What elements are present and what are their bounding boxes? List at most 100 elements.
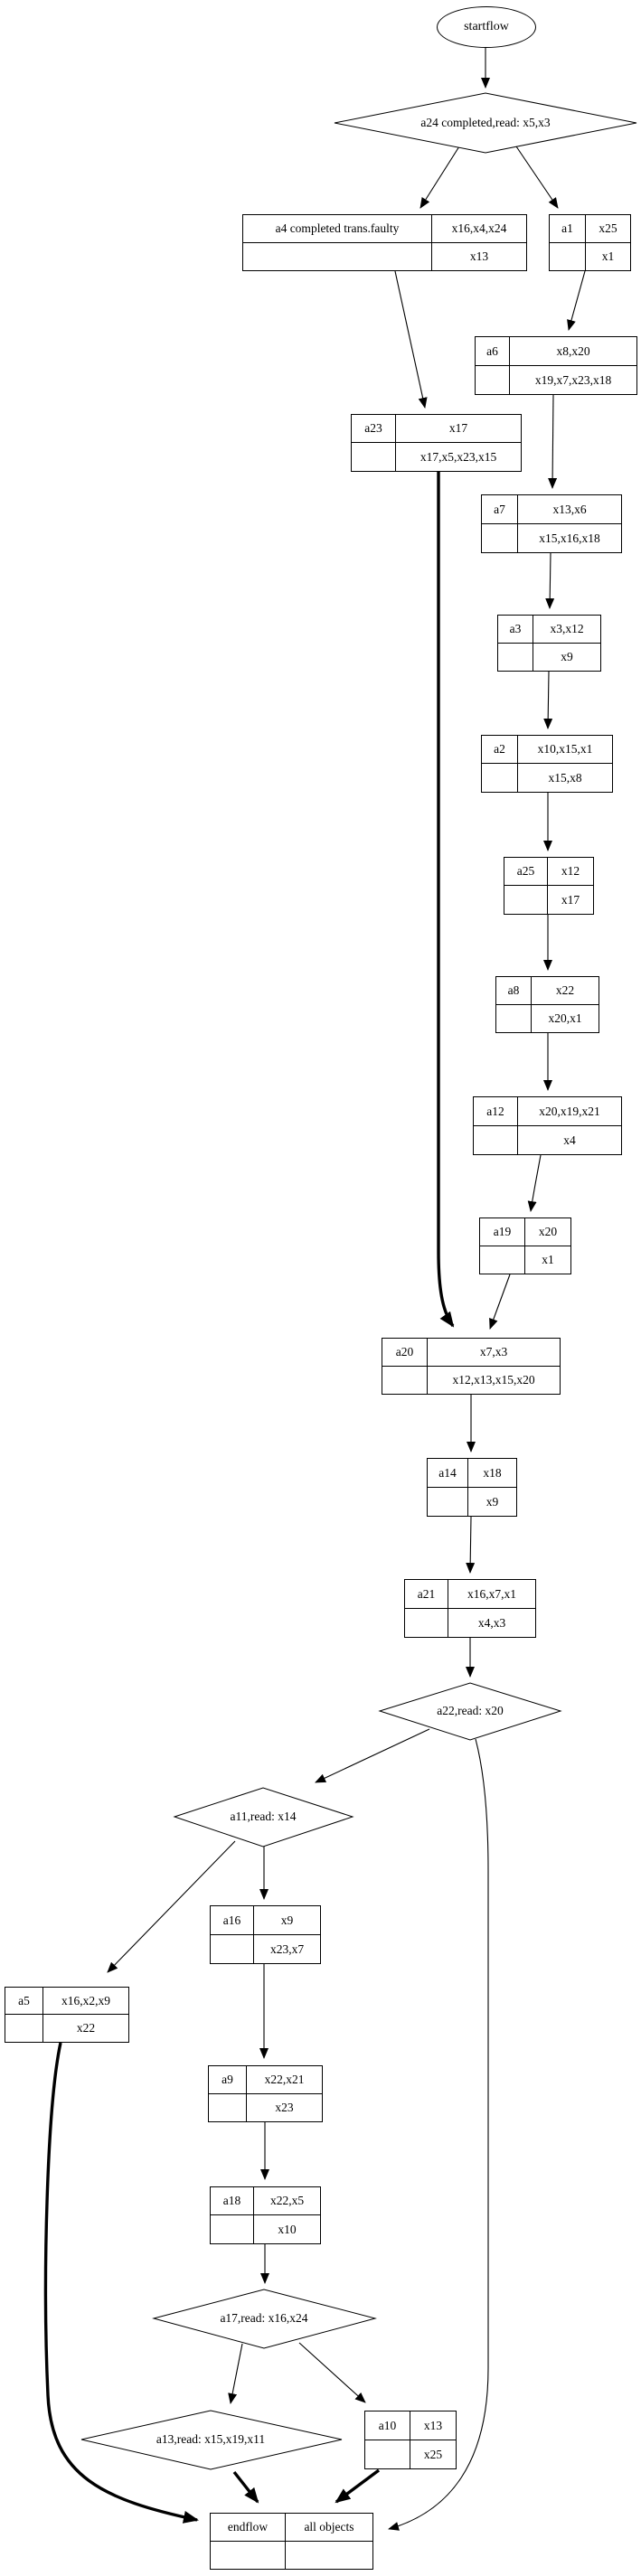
decision-a11-shape (173, 1787, 354, 1847)
node-a6-name: a6 (476, 337, 510, 366)
node-a9-writes: x23 (275, 2101, 294, 2114)
node-a10-writes: x25 (423, 2447, 443, 2461)
node-a6-empty (476, 365, 510, 394)
node-a3-reads: x3,x12 (533, 616, 600, 644)
node-a6: a6 x8,x20 x19,x7,x23,x18 (475, 336, 637, 395)
node-a25: a25 x12 x17 (504, 857, 594, 915)
node-a6-writes: x19,x7,x23,x18 (534, 372, 612, 387)
node-a7-writes: x15,x16,x18 (539, 531, 600, 545)
node-a14: a14 x18 x9 (427, 1458, 517, 1517)
node-a18-writes: x10 (278, 2222, 297, 2236)
edge-a3-a2 (543, 671, 553, 729)
decision-a11-label: a11,read: x14 (230, 1810, 297, 1823)
node-a8-name: a8 (496, 977, 532, 1005)
node-a1-writes: x1 (601, 249, 615, 263)
edge-a4-a23 (394, 270, 428, 409)
node-a9-name: a9 (209, 2066, 247, 2094)
node-a1-name: a1 (550, 215, 586, 243)
node-a6-reads: x8,x20 (510, 337, 636, 366)
node-a10-reads: x13 (410, 2411, 456, 2440)
node-a2-reads: x10,x15,x1 (518, 736, 612, 764)
node-a4-reads: x16,x4,x24 (432, 215, 526, 243)
decision-a13-shape (80, 2410, 343, 2470)
decision-a22-shape (378, 1682, 562, 1741)
node-a18-empty (211, 2215, 254, 2243)
decision-a17-label: a17,read: x16,x24 (220, 2311, 308, 2325)
edge-a10-endflow (335, 2468, 381, 2504)
node-a19-name: a19 (480, 1218, 525, 1246)
edge-a17-a10 (298, 2342, 366, 2403)
node-a19: a19 x20 x1 (479, 1217, 571, 1274)
node-a1-empty (550, 242, 586, 270)
end-node: endflow all objects (210, 2513, 373, 2570)
decision-a17-shape (152, 2289, 377, 2349)
node-a8-empty (496, 1004, 532, 1032)
node-a20-reads: x7,x3 (428, 1339, 560, 1367)
node-a19-empty (480, 1246, 525, 1274)
node-a3-empty (498, 643, 533, 671)
edge-a12-a19 (527, 1154, 542, 1212)
node-a12-reads: x20,x19,x21 (518, 1097, 621, 1126)
node-a2-writes: x15,x8 (548, 770, 582, 785)
node-a21-name: a21 (405, 1580, 448, 1609)
node-a2-name: a2 (482, 736, 518, 764)
node-a16-writes: x23,x7 (269, 1941, 305, 1956)
edge-a17-a13 (228, 2343, 243, 2404)
edge-a22-endflow (388, 1738, 489, 2531)
node-a8: a8 x22 x20,x1 (495, 976, 599, 1033)
node-a14-name: a14 (428, 1459, 468, 1488)
edge-a24-a4 (419, 146, 460, 209)
node-a5-name: a5 (5, 1988, 43, 2015)
edge-a6-a7 (548, 394, 558, 489)
node-a10-empty (365, 2440, 410, 2468)
node-a5-writes: x22 (76, 2021, 96, 2035)
decision-a22-label: a22,read: x20 (437, 1704, 504, 1717)
decision-a24-shape (334, 92, 637, 154)
edge-a22-a11 (315, 1728, 430, 1783)
edge-a19-a20 (489, 1274, 511, 1330)
node-a21-writes: x4,x3 (477, 1615, 506, 1630)
node-a19-writes: x1 (542, 1253, 554, 1266)
node-a16-reads: x9 (254, 1906, 320, 1935)
node-a12-name: a12 (474, 1097, 518, 1126)
node-a9-reads: x22,x21 (247, 2066, 322, 2094)
node-a21: a21 x16,x7,x1 x4,x3 (404, 1579, 536, 1638)
node-a1: a1 x25 x1 (549, 214, 631, 271)
start-node-label: startflow (464, 20, 509, 33)
node-a4-name: a4 completed trans.faulty (243, 215, 432, 243)
node-a23-writes: x17,x5,x23,x15 (419, 449, 497, 464)
node-a5-empty (5, 2015, 43, 2042)
node-a20-name: a20 (382, 1339, 428, 1367)
node-a8-reads: x22 (532, 977, 599, 1005)
node-a23-reads: x17 (396, 415, 521, 443)
node-a10-name: a10 (365, 2411, 410, 2440)
end-node-reads: all objects (286, 2514, 372, 2542)
node-a1-reads: x25 (586, 215, 630, 243)
edge-a23-a20 (437, 472, 455, 1328)
node-a5: a5 x16,x2,x9 x22 (5, 1987, 129, 2043)
node-a23: a23 x17 x17,x5,x23,x15 (351, 414, 522, 472)
end-node-label: endflow (211, 2514, 286, 2542)
edge-a1-a6 (567, 270, 586, 331)
node-a3-name: a3 (498, 616, 533, 644)
node-a5-reads: x16,x2,x9 (43, 1988, 128, 2015)
node-a20-empty (382, 1366, 428, 1394)
node-a23-empty (352, 443, 396, 471)
node-a16-name: a16 (211, 1906, 254, 1935)
node-a18: a18 x22,x5 x10 (210, 2186, 321, 2244)
node-a25-empty (504, 886, 548, 914)
node-a12-empty (474, 1125, 518, 1154)
edge-a5-endflow (43, 2042, 199, 2524)
node-a23-name: a23 (352, 415, 396, 443)
node-a9-empty (209, 2093, 247, 2121)
node-a18-name: a18 (211, 2187, 254, 2215)
node-a19-reads: x20 (525, 1218, 570, 1246)
node-a9: a9 x22,x21 x23 (208, 2065, 323, 2122)
decision-a13-label: a13,read: x15,x19,x11 (156, 2432, 266, 2446)
node-a16-empty (211, 1934, 254, 1963)
end-node-empty (211, 2541, 286, 2569)
node-a14-reads: x18 (468, 1459, 516, 1488)
node-a25-writes: x17 (561, 892, 580, 907)
node-a18-reads: x22,x5 (254, 2187, 320, 2215)
node-a12: a12 x20,x19,x21 x4 (473, 1096, 622, 1155)
